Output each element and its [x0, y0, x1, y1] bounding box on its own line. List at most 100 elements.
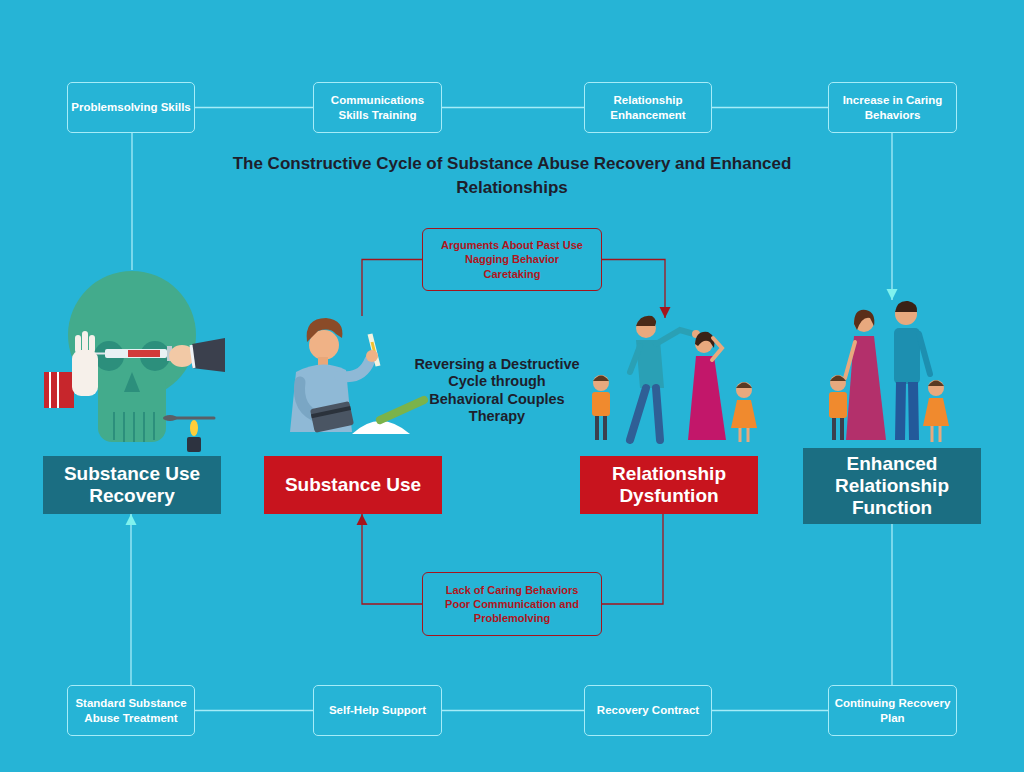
connector [195, 710, 313, 711]
connector-line [891, 133, 892, 300]
family-illustration-part [846, 336, 886, 440]
connector-line [712, 107, 828, 108]
diagram-title: The Constructive Cycle of Substance Abus… [232, 152, 792, 200]
skull-illustration-part [163, 415, 177, 421]
skull-illustration-part [140, 341, 170, 371]
connector [602, 260, 671, 319]
user-illustration-part [290, 364, 352, 432]
box-label: Substance Use [285, 474, 421, 496]
box-label: Increase in Caring Behaviors [832, 93, 953, 122]
skull-illustration-part [80, 353, 105, 355]
conflict-illustration [592, 316, 757, 442]
conflict-illustration-part [736, 383, 752, 389]
skull-illustration-part [187, 437, 201, 452]
stage-node: Relationship Dysfuntion [580, 318, 758, 514]
family-illustration-part [919, 334, 930, 374]
family-illustration-part [928, 380, 944, 396]
conflict-illustration-part [736, 382, 752, 398]
connector-line [442, 710, 584, 711]
skull-illustration-part [190, 420, 198, 436]
connector [195, 107, 313, 108]
skull-illustration-part [169, 345, 195, 367]
connector-line [195, 710, 313, 711]
conflict-illustration-part [636, 340, 664, 388]
connector-line [195, 107, 313, 108]
user-illustration-part [310, 401, 354, 433]
step-box: Self-Help Support [313, 685, 442, 736]
skull-illustration-part [44, 372, 74, 408]
stage-band: Enhanced Relationship Function [803, 448, 981, 524]
conflict-illustration-part [695, 332, 714, 348]
connector-line [442, 107, 584, 108]
box-label: Problemsolving Skills [71, 100, 191, 114]
family-illustration-part [895, 301, 917, 312]
box-label: Arguments About Past Use [441, 238, 583, 252]
skull-illustration-part [72, 350, 98, 396]
family-illustration-part [932, 426, 940, 442]
box-label: Communications Skills Training [317, 93, 438, 122]
user-illustration-part [340, 360, 370, 377]
connector-line [712, 710, 828, 711]
skull-illustration [44, 271, 225, 452]
family-illustration-part [845, 342, 855, 378]
connector [357, 514, 423, 604]
cycle-box: Arguments About Past UseNagging Behavior… [422, 228, 602, 291]
stage-band: Substance Use Recovery [43, 456, 221, 514]
box-label: Self-Help Support [329, 703, 426, 717]
box-label: Relationship Enhancement [588, 93, 708, 122]
arrow-head [887, 289, 898, 300]
family-illustration-part [830, 375, 846, 391]
conflict-illustration-part [597, 416, 605, 440]
user-illustration-part [307, 318, 343, 342]
connector [442, 710, 584, 711]
user-illustration-part [366, 350, 378, 362]
box-label: Poor Communication and Problemolving [429, 597, 595, 626]
user-illustration-part [352, 421, 410, 434]
user-illustration-part [372, 342, 376, 358]
user-illustration-part [380, 400, 424, 420]
connector [712, 107, 828, 108]
conflict-illustration-part [695, 335, 713, 353]
family-illustration-part [900, 382, 914, 440]
step-box: Communications Skills Training [313, 82, 442, 133]
skull-illustration-part [192, 338, 225, 372]
skull-illustration-part [94, 341, 124, 371]
connector-line [602, 260, 665, 319]
step-box: Continuing Recovery Plan [828, 685, 957, 736]
family-illustration-part [895, 303, 917, 325]
skull-illustration-part [50, 372, 58, 408]
user-illustration-part [318, 357, 328, 367]
connector-line [130, 514, 131, 685]
conflict-illustration-part [688, 356, 726, 440]
skull-illustration-part [167, 346, 172, 361]
conflict-illustration-part [593, 376, 609, 382]
skull-illustration-part [114, 412, 154, 442]
box-label: Recovery Contract [597, 703, 699, 717]
step-box: Relationship Enhancement [584, 82, 712, 133]
family-illustration-part [834, 418, 842, 440]
connector-line [362, 514, 422, 604]
arrow-head [126, 514, 137, 525]
user-illustration-part [370, 334, 378, 366]
box-label: Relationship Dysfuntion [588, 463, 750, 507]
connector [712, 710, 828, 711]
connector [892, 524, 893, 685]
cycle-box: Lack of Caring BehaviorsPoor Communicati… [422, 572, 602, 636]
center-caption: Reversing a Destructive Cycle through Be… [410, 356, 584, 426]
conflict-illustration-part [630, 346, 640, 372]
family-illustration-part [923, 398, 949, 426]
conflict-illustration-part [593, 375, 609, 391]
conflict-illustration-part [630, 388, 660, 440]
family-illustration-part [894, 328, 920, 384]
family-illustration-part [928, 381, 944, 387]
arrow-head [660, 307, 671, 318]
conflict-illustration-part [636, 318, 656, 338]
family-illustration-part [854, 312, 874, 332]
connector [602, 514, 663, 604]
connector-line [131, 133, 132, 270]
box-label: Continuing Recovery Plan [832, 696, 953, 725]
user-illustration-part [309, 330, 339, 360]
conflict-illustration-part [592, 392, 610, 416]
box-label: Enhanced Relationship Function [811, 453, 973, 519]
